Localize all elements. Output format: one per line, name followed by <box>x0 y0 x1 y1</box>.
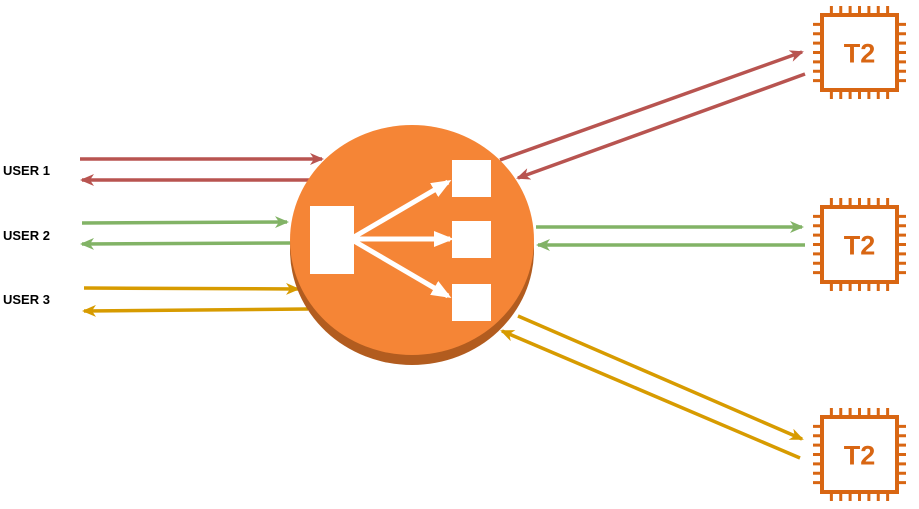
user-3-response-arrow <box>82 304 309 317</box>
instance-1-to-lb-arrow <box>516 72 806 180</box>
elastic-load-balancer-icon <box>290 125 534 365</box>
instance-1-label: T2 <box>844 39 876 69</box>
lb-to-instance-3-arrow <box>517 314 804 441</box>
user-3-label: USER 3 <box>3 292 50 307</box>
ec2-instance-3: T2 <box>813 408 906 501</box>
ec2-instance-2: T2 <box>813 198 906 291</box>
instance-3-to-lb-arrow <box>500 329 801 460</box>
user-2-label: USER 2 <box>3 228 50 243</box>
ec2-instance-1: T2 <box>813 6 906 99</box>
user-3-request-arrow <box>83 282 300 295</box>
user-2-request-arrow <box>81 216 289 229</box>
instance-2-label: T2 <box>844 231 876 261</box>
lb-to-instance-1-arrow <box>499 50 804 162</box>
instance-3-label: T2 <box>844 441 876 471</box>
user-1-label: USER 1 <box>3 163 50 178</box>
user-2-response-arrow <box>80 237 293 250</box>
